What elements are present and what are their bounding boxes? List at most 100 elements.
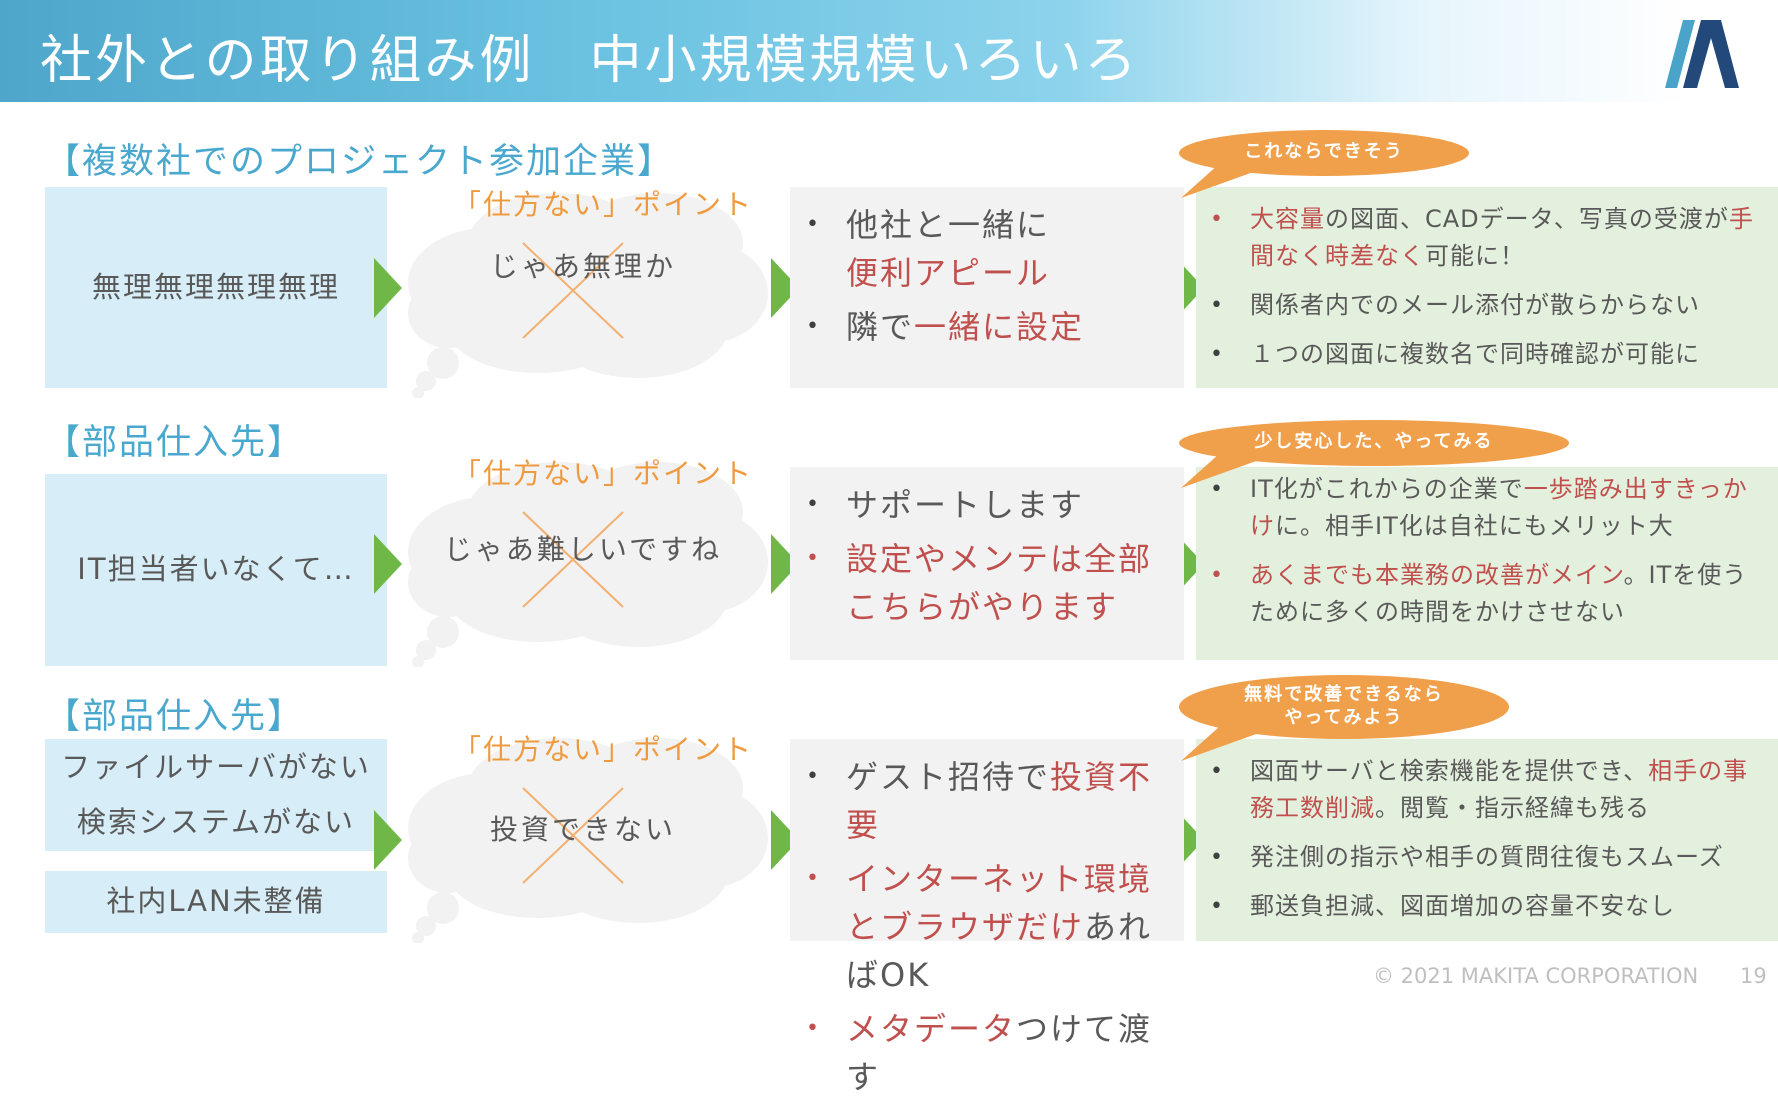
bullet-text: 他社と一緒に 便利アピール (846, 201, 1050, 297)
text-segment: の図面、CADデータ、写真の受渡が (1325, 205, 1729, 233)
section-heading: 【部品仕入先】 (45, 423, 305, 463)
text-segment: 。ITを使うために多くの時間をかけさせない (1250, 561, 1748, 626)
thought-cloud: 「仕方ない」ポイントじゃあ無理か (398, 183, 768, 398)
bullet-icon: • (806, 1016, 821, 1041)
problem-box: IT担当者いなくて… (45, 474, 387, 666)
bullet-text: 郵送負担減、図面増加の容量不安なし (1250, 888, 1675, 925)
solution-box: • 他社と一緒に 便利アピール • 隣で一緒に設定 (790, 187, 1184, 388)
highlighted-text: 一緒に設定 (914, 308, 1085, 346)
problem-box: 社内LAN未整備 (45, 871, 387, 933)
bullet-item: •関係者内でのメール添付が散らからない (1210, 287, 1768, 324)
bullet-item: • 他社と一緒に 便利アピール (806, 201, 1174, 297)
text-segment: 隣で (846, 308, 915, 346)
cloud-label: 「仕方ない」ポイント (452, 733, 753, 766)
callout-text: 無料で改善できるなら やってみよう (1244, 684, 1444, 728)
highlighted-text: 手間なく時差なく (1250, 205, 1754, 270)
bullet-icon: • (1210, 845, 1224, 870)
highlighted-text: 便利アピール (846, 254, 1051, 292)
bullet-item: •大容量の図面、CADデータ、写真の受渡が手間なく時差なく可能に！ (1210, 201, 1768, 275)
bullet-item: • ゲスト招待で投資不要 (806, 753, 1174, 849)
page-number: 19 (1740, 964, 1767, 988)
problem-box: ファイルサーバがない 検索システムがない (45, 739, 387, 851)
bullet-item: • 発注側の指示や相手の質問往復もスムーズ (1210, 839, 1768, 876)
bullet-text: 設定やメンテは全部こちらがやります (846, 535, 1174, 631)
highlighted-text: インターネット環境とブラウザだけ (846, 860, 1153, 946)
speech-bubble-icon (1179, 675, 1509, 761)
highlighted-text: 投資不要 (846, 758, 1153, 844)
text-segment: IT化がこれからの企業で (1250, 475, 1524, 503)
bullet-item: • 設定やメンテは全部こちらがやります (806, 535, 1174, 631)
crossed-out-thought: じゃあ無理か (489, 250, 676, 283)
thought-cloud: 「仕方ない」ポイントじゃあ難しいですね (398, 452, 768, 667)
bullet-item: • メタデータつけて渡す (806, 1005, 1174, 1101)
text-segment: 発注側の指示や相手の質問往復もスムーズ (1250, 843, 1724, 871)
text-segment: 可能に！ (1425, 242, 1525, 270)
solution-box: •ゲスト招待で投資不要•インターネット環境とブラウザだけあればOK•メタデータつ… (790, 739, 1184, 1096)
bullet-icon: • (806, 492, 821, 517)
bullet-icon: • (806, 212, 821, 237)
arrow-right-icon (374, 257, 402, 318)
bullet-icon: • (1210, 207, 1224, 232)
reaction-callout: これならできそう (1179, 130, 1469, 198)
bullet-item: • 郵送負担減、図面増加の容量不安なし (1210, 888, 1768, 925)
bullet-text: IT化がこれからの企業で一歩踏み出すきっかけに。相手IT化は自社にもメリット大 (1250, 471, 1768, 545)
crossed-out-thought: 投資できない (489, 813, 676, 846)
bullet-item: • 隣で一緒に設定 (806, 303, 1174, 351)
text-segment: に。相手IT化は自社にもメリット大 (1275, 512, 1674, 540)
benefit-box: •大容量の図面、CADデータ、写真の受渡が手間なく時差なく可能に！ •関係者内での… (1196, 187, 1778, 388)
bullet-icon: • (806, 546, 821, 571)
benefit-box: • IT化がこれからの企業で一歩踏み出すきっかけに。相手IT化は自社にもメリット大… (1196, 467, 1778, 660)
bullet-item: • 図面サーバと検索機能を提供でき、相手の事務工数削減。閲覧・指示経緯も残る (1210, 753, 1768, 827)
bullet-item: • インターネット環境とブラウザだけあればOK (806, 855, 1174, 999)
bullet-item: •１つの図面に複数名で同時確認が可能に (1210, 336, 1768, 373)
bullet-icon: • (806, 764, 821, 789)
bullet-icon: • (806, 866, 821, 891)
bullet-item: • サポートします (806, 481, 1174, 529)
cloud-label: 「仕方ない」ポイント (452, 457, 753, 490)
bullet-icon: • (1210, 342, 1224, 367)
title-bar: 社外との取り組み例 中小規模規模いろいろ (0, 0, 1778, 102)
text-segment: 他社と一緒に (846, 206, 1051, 244)
cloud-shape-icon (408, 462, 768, 667)
highlighted-text: あくまでも本業務の改善がメイン (1250, 561, 1624, 589)
text-segment: 郵送負担減、図面増加の容量不安なし (1250, 892, 1675, 920)
bullet-item: • あくまでも本業務の改善がメイン。ITを使うために多くの時間をかけさせない (1210, 557, 1768, 631)
text-segment: 。閲覧・指示経緯も残る (1375, 794, 1650, 822)
highlighted-text: 設定やメンテは全部こちらがやります (846, 540, 1153, 626)
text-segment: あればOK (846, 908, 1153, 994)
bullet-text: 隣で一緒に設定 (846, 303, 1084, 351)
bullet-icon: • (1210, 563, 1224, 588)
bullet-text: インターネット環境とブラウザだけあればOK (846, 855, 1174, 999)
bullet-text: 発注側の指示や相手の質問往復もスムーズ (1250, 839, 1724, 876)
section-heading: 【部品仕入先】 (45, 697, 305, 737)
bullet-icon: • (1210, 894, 1224, 919)
bullet-icon: • (1210, 293, 1224, 318)
bullet-text: 図面サーバと検索機能を提供でき、相手の事務工数削減。閲覧・指示経緯も残る (1250, 753, 1768, 827)
speech-bubble-icon (1179, 420, 1569, 488)
thought-cloud: 「仕方ない」ポイント投資できない (398, 728, 768, 943)
benefit-box: • 図面サーバと検索機能を提供でき、相手の事務工数削減。閲覧・指示経緯も残る • 発注… (1196, 739, 1778, 941)
text-segment: ゲスト招待で (846, 758, 1051, 796)
reaction-callout: 少し安心した、やってみる (1179, 420, 1569, 488)
solution-box: • サポートします • 設定やメンテは全部こちらがやります (790, 467, 1184, 660)
bullet-text: ゲスト招待で投資不要 (846, 753, 1174, 849)
text-segment: サポートします (846, 486, 1085, 524)
speech-bubble-icon (1179, 130, 1469, 198)
bullet-item: • IT化がこれからの企業で一歩踏み出すきっかけに。相手IT化は自社にもメリット大 (1210, 471, 1768, 545)
bullet-text: サポートします (846, 481, 1084, 529)
copyright: © 2021 MAKITA CORPORATION (1373, 964, 1699, 988)
problem-box: 無理無理無理無理 (45, 187, 387, 388)
bullet-icon: • (1210, 477, 1224, 502)
reaction-callout: 無料で改善できるなら やってみよう (1179, 675, 1509, 761)
callout-text: これならできそう (1244, 141, 1404, 162)
bullet-icon: • (806, 314, 821, 339)
bullet-icon: • (1210, 759, 1224, 784)
text-segment: 図面サーバと検索機能を提供でき、 (1250, 757, 1649, 785)
bullet-text: メタデータつけて渡す (846, 1005, 1174, 1101)
arrow-right-icon (374, 533, 402, 594)
highlighted-text: メタデータ (846, 1010, 1017, 1048)
bullet-text: あくまでも本業務の改善がメイン。ITを使うために多くの時間をかけさせない (1250, 557, 1768, 631)
callout-text: 少し安心した、やってみる (1254, 431, 1494, 452)
section-heading: 【複数社でのプロジェクト参加企業】 (45, 142, 675, 182)
crossed-out-thought: じゃあ難しいですね (443, 533, 723, 566)
